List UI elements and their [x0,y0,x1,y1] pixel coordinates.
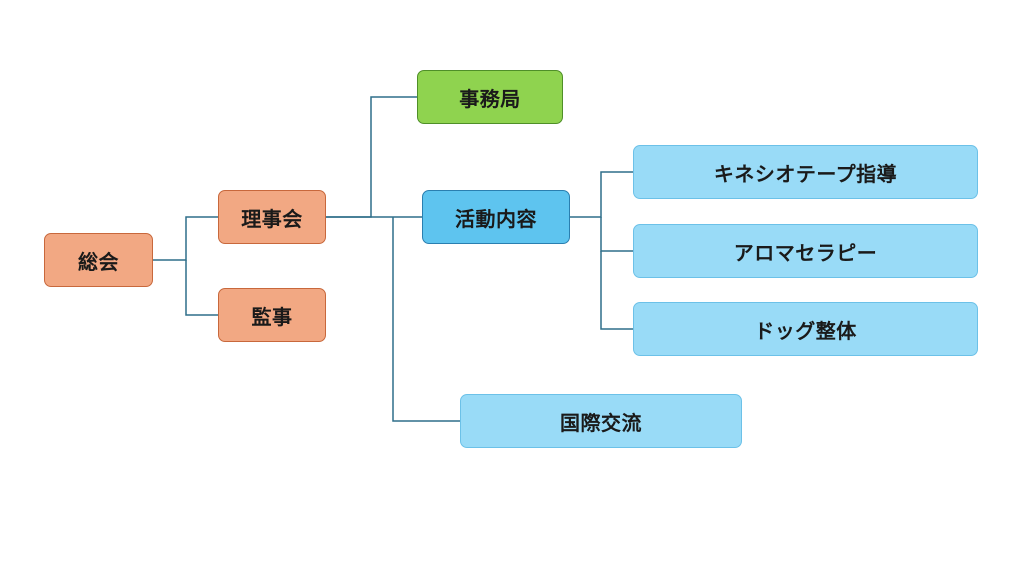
node-secretariat: 事務局 [417,70,563,124]
connector-board-secretariat [326,96,417,218]
connector-assembly-board [153,216,218,261]
node-kinesio: キネシオテープ指導 [633,145,978,199]
node-dog: ドッグ整体 [633,302,978,356]
node-auditor: 監事 [218,288,326,342]
connector-activities-kinesio [570,171,633,218]
node-general-assembly: 総会 [44,233,153,287]
connector-activities-aroma [600,217,633,252]
node-activities: 活動内容 [422,190,570,244]
connector-activities-dog [600,251,633,330]
connector-board-international [392,217,460,422]
node-board: 理事会 [218,190,326,244]
connector-assembly-auditor [185,260,218,316]
node-aroma: アロマセラピー [633,224,978,278]
node-international: 国際交流 [460,394,742,448]
